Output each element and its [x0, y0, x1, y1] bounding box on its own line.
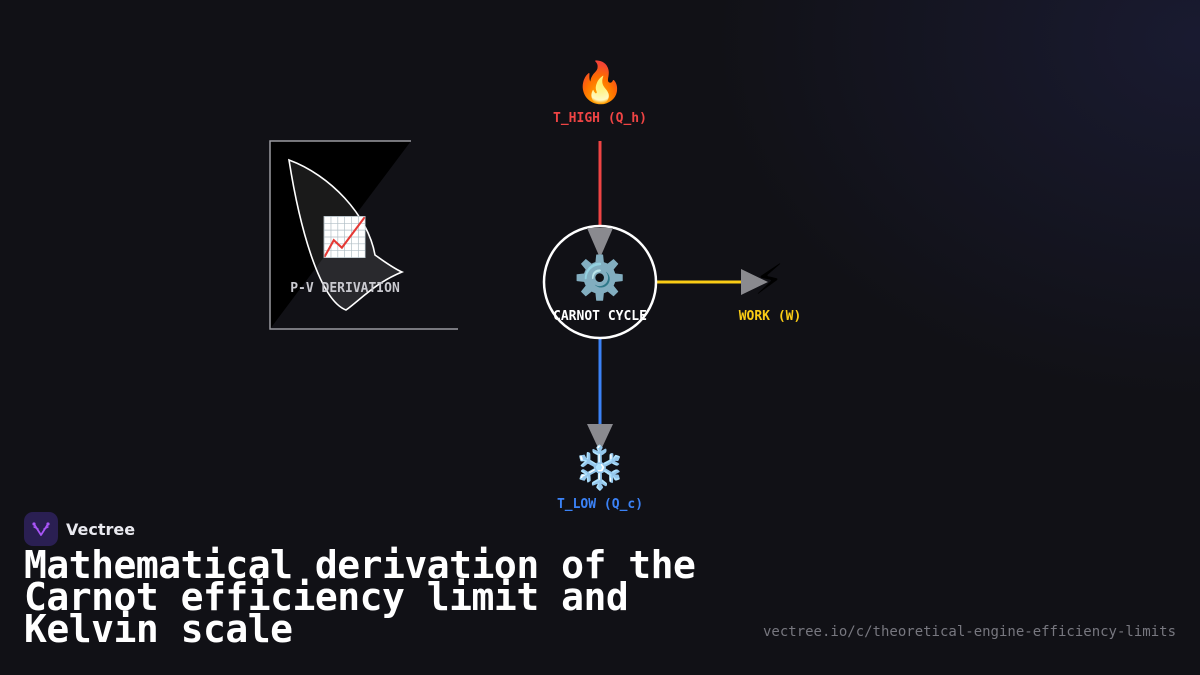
engine-circle: [542, 224, 658, 340]
engine-label: CARNOT CYCLE: [553, 309, 647, 324]
lightning-icon: ⚡: [754, 255, 784, 304]
brand-name: Vectree: [66, 519, 136, 539]
pv-axes: [269, 140, 458, 330]
pv-derivation-label: P-V DERIVATION: [290, 281, 400, 296]
fire-icon: 🔥: [575, 59, 625, 106]
cold-reservoir-label: T_LOW (Q_c): [557, 497, 643, 512]
snowflake-icon: ❄️: [574, 443, 626, 492]
chart-increasing-icon: 📈: [321, 215, 368, 259]
pv-panel-fill: [270, 141, 411, 329]
page-url[interactable]: vectree.io/c/theoretical-engine-efficien…: [762, 624, 1176, 640]
pv-cycle-curve: [287, 158, 405, 311]
work-node: ⚡ WORK (W): [739, 255, 802, 324]
brand: Vectree: [24, 512, 135, 546]
brand-logo: [24, 512, 58, 546]
heat-in-arrowhead: [587, 228, 613, 258]
work-label: WORK (W): [739, 309, 802, 324]
gear-icon: ⚙️: [574, 253, 626, 302]
vectree-logo-icon: [32, 522, 50, 536]
page-title: Mathematical derivation of the Carnot ef…: [24, 543, 696, 651]
pv-derivation-panel: 📈 P-V DERIVATION: [269, 140, 458, 330]
hot-reservoir-node: 🔥 T_HIGH (Q_h): [553, 59, 647, 126]
heat-out-arrowhead: [587, 424, 613, 452]
work-arrowhead: [741, 269, 768, 295]
hot-reservoir-label: T_HIGH (Q_h): [553, 111, 647, 126]
engine-node: ⚙️ CARNOT CYCLE: [542, 224, 658, 340]
cold-reservoir-node: ❄️ T_LOW (Q_c): [557, 424, 643, 512]
